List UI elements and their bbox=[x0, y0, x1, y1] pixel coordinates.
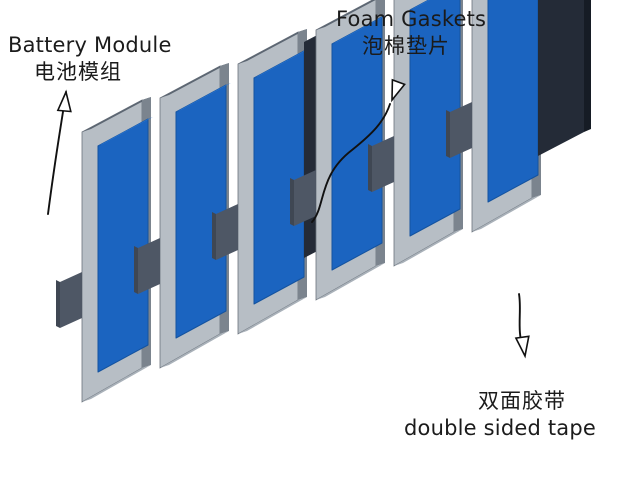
plate-mounting-tab-left bbox=[60, 272, 82, 328]
plate-mounting-tab-left-edge bbox=[290, 178, 294, 226]
label-double-sided-tape: 双面胶带 double sided tape bbox=[404, 388, 596, 442]
foam-gasket-side-edge bbox=[584, 0, 591, 132]
plate-mounting-tab-left bbox=[138, 238, 160, 294]
stack-unit bbox=[290, 0, 387, 301]
leader-foam-gaskets-line bbox=[311, 103, 391, 223]
metal-plate-top-edge bbox=[238, 29, 307, 64]
metal-plate-top-edge bbox=[160, 63, 229, 98]
stack-unit bbox=[446, 0, 591, 233]
leader-battery-module bbox=[47, 89, 72, 215]
metal-plate-top-edge bbox=[82, 97, 151, 132]
blue-cell-panel-top-edge bbox=[254, 49, 309, 78]
blue-cell-panel bbox=[487, 0, 539, 203]
blue-cell-panel bbox=[253, 50, 305, 305]
blue-cell-panel-top-edge bbox=[410, 0, 430, 10]
plate-mounting-tab-left bbox=[372, 136, 394, 192]
blue-cell-panel-top-edge bbox=[98, 117, 153, 146]
plate-mounting-tab-left-edge bbox=[212, 212, 216, 260]
metal-plate-bottom-edge bbox=[160, 331, 229, 368]
label-foam-gaskets: Foam Gaskets 泡棉垫片 bbox=[336, 6, 486, 60]
plate-mounting-tab-left-edge bbox=[56, 280, 60, 328]
metal-plate-bottom-edge bbox=[238, 297, 307, 334]
blue-cell-panel bbox=[97, 118, 149, 373]
plate-mounting-tab-left-edge bbox=[368, 144, 372, 192]
leader-double-sided-tape-arrowhead bbox=[514, 335, 530, 359]
label-double-sided-tape-zh: 双面胶带 bbox=[478, 389, 566, 413]
leader-battery-module-arrowhead bbox=[56, 89, 72, 113]
stack-group bbox=[56, 0, 591, 403]
metal-plate-bottom-edge bbox=[394, 229, 463, 266]
plate-mounting-tab-left-edge bbox=[134, 246, 138, 294]
label-battery-module: Battery Module 电池模组 bbox=[8, 32, 172, 86]
stack-unit bbox=[56, 97, 153, 403]
leader-foam-gaskets-arrowhead bbox=[391, 78, 406, 103]
blue-cell-panel bbox=[175, 84, 227, 339]
blue-cell-panel bbox=[409, 0, 461, 237]
blue-cell-panel-top-edge bbox=[176, 83, 231, 112]
leader-double-sided-tape bbox=[514, 293, 530, 359]
foam-gasket-slab bbox=[538, 0, 584, 156]
plate-mounting-tab-left bbox=[294, 170, 316, 226]
label-foam-gaskets-zh: 泡棉垫片 bbox=[362, 33, 450, 58]
metal-plate-bottom-edge bbox=[82, 365, 151, 402]
label-double-sided-tape-en: double sided tape bbox=[404, 415, 597, 440]
label-foam-gaskets-en: Foam Gaskets bbox=[336, 7, 487, 31]
metal-plate-bottom-edge bbox=[316, 263, 385, 300]
label-battery-module-zh: 电池模组 bbox=[34, 59, 122, 84]
metal-plate-top-edge bbox=[316, 0, 376, 30]
stack-unit bbox=[134, 63, 231, 369]
plate-mounting-tab-left bbox=[216, 204, 238, 260]
leader-foam-gaskets bbox=[311, 78, 406, 223]
plate-mounting-tab-left bbox=[450, 102, 472, 158]
plate-mounting-tab-left-edge bbox=[446, 110, 450, 158]
metal-plate-bottom-edge bbox=[472, 195, 541, 232]
label-battery-module-en: Battery Module bbox=[8, 33, 172, 57]
leader-lines-group bbox=[47, 78, 530, 359]
blue-cell-panel-top-edge bbox=[332, 15, 387, 44]
